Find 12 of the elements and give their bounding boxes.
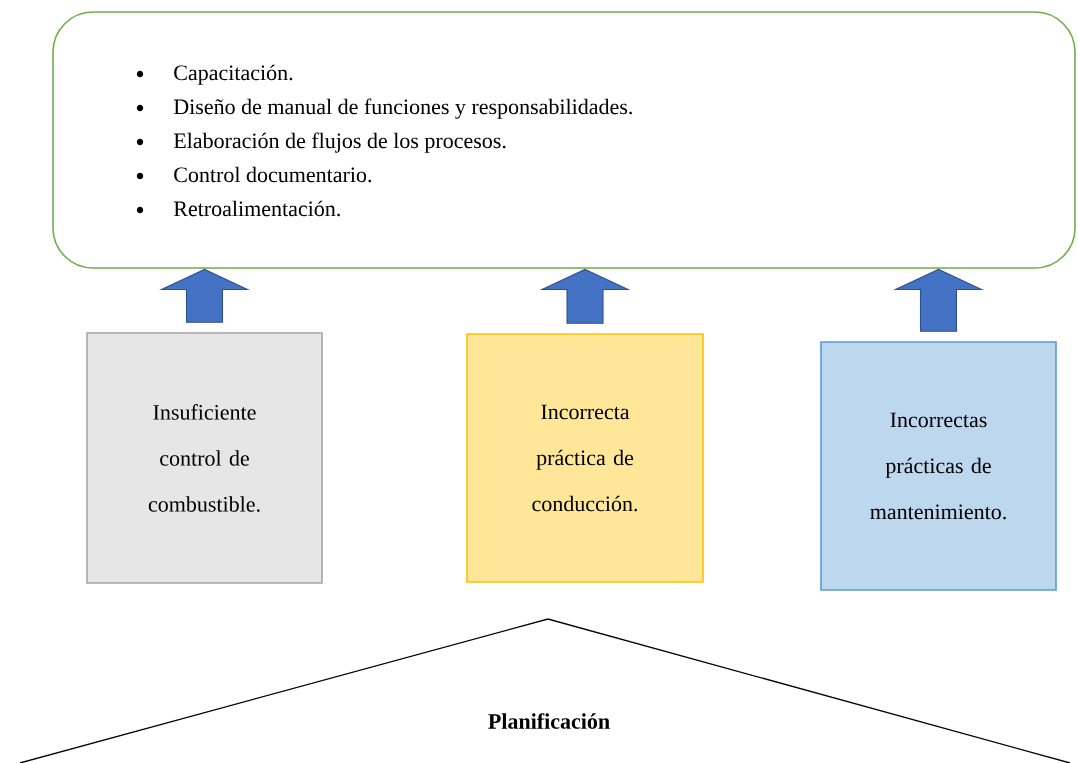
cause-box: Incorrectas prácticas de mantenimiento. bbox=[820, 341, 1057, 591]
bullet-item: Elaboración de flujos de los procesos. bbox=[136, 132, 506, 153]
bullet-item: Retroalimentación. bbox=[136, 200, 340, 217]
block-arrow bbox=[159, 268, 250, 323]
cause-box: Insuficiente control de combustible. bbox=[86, 332, 323, 584]
cause-box: Incorrecta práctica de conducción. bbox=[466, 333, 704, 583]
block-arrow bbox=[539, 268, 631, 324]
bullet-item: Control documentario. bbox=[136, 166, 372, 183]
block-arrow bbox=[893, 268, 984, 332]
bullet-item: Capacitación. bbox=[136, 64, 293, 85]
list-box bbox=[52, 11, 1076, 269]
bullet-item: Diseño de manual de funciones y responsabilidades. bbox=[136, 98, 632, 119]
